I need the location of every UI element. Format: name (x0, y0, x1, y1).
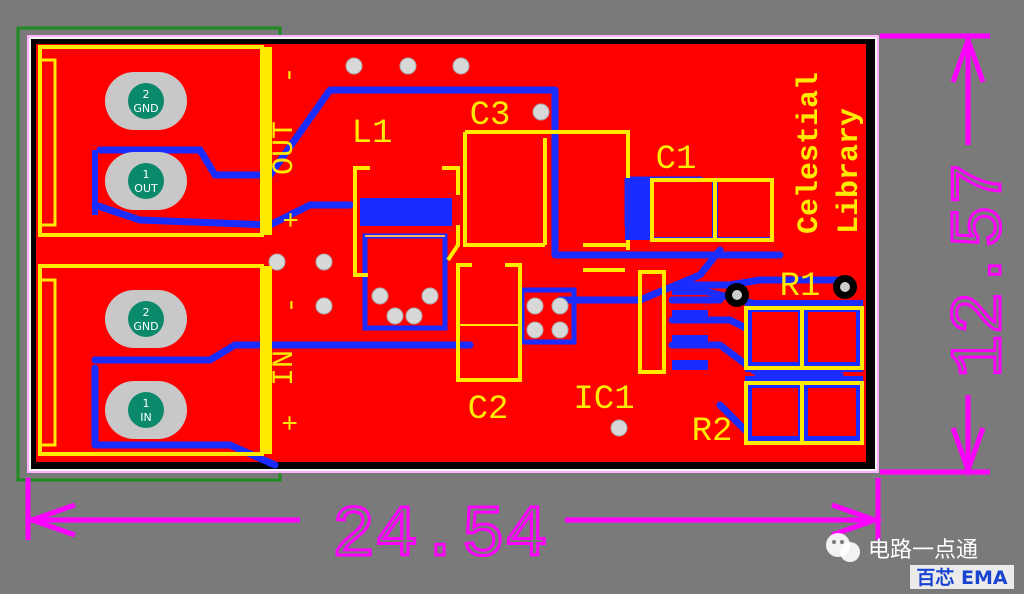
dimension-height: 12.57 (880, 32, 1024, 478)
connector-minus-label: - (275, 67, 306, 84)
board-silkscreen-text: Celestial Library (793, 72, 867, 234)
designator-r2: R2 (692, 413, 733, 451)
via (371, 287, 389, 305)
via (268, 253, 286, 271)
connector-out: 2 GND 1 OUT - OUT + (38, 45, 309, 237)
designator-c2: C2 (468, 391, 509, 429)
connector-label: IN (268, 350, 302, 386)
designator-r1: R1 (780, 268, 821, 306)
capacitor-c1: C1 (625, 141, 774, 242)
ic-ic1: IC1 (573, 268, 708, 419)
pin-number: 2 (143, 88, 150, 101)
board-text-line2: Library (833, 108, 867, 234)
watermark: 电路一点通 百芯 EMA (826, 533, 1014, 589)
pin-name: GND (133, 102, 158, 115)
board-text-line1: Celestial (793, 72, 827, 234)
via (315, 253, 333, 271)
designator-c1: C1 (656, 141, 697, 179)
pin-number: 2 (143, 306, 150, 319)
via (421, 287, 439, 305)
pin-name: OUT (134, 182, 158, 195)
designator-ic1: IC1 (573, 381, 634, 419)
via (551, 321, 569, 339)
via (345, 57, 363, 75)
pin-number: 1 (143, 168, 150, 181)
dimension-width: 24.54 (24, 478, 883, 579)
watermark-channel: 电路一点通 (868, 538, 978, 563)
via (610, 419, 628, 437)
designator-c3: C3 (470, 97, 511, 135)
via (452, 57, 470, 75)
resistor-r1: R1 (725, 268, 864, 372)
inductor-bottom-pad (360, 198, 452, 331)
dimension-height-value: 12.57 (940, 162, 1022, 378)
dimension-width-value: 24.54 (332, 495, 548, 577)
via (526, 297, 544, 315)
watermark-brand: 百芯 EMA (916, 566, 1008, 589)
capacitor-c2: C2 (456, 263, 522, 429)
resistor-r2: R2 (692, 376, 864, 451)
via (399, 57, 417, 75)
via (386, 307, 404, 325)
pin-name: IN (140, 411, 151, 424)
via (405, 307, 423, 325)
pin-number: 1 (143, 397, 150, 410)
pin-name: GND (133, 320, 158, 333)
designator-l1: L1 (352, 115, 393, 153)
inductor-l1: L1 (352, 115, 460, 277)
connector-plus-label: + (278, 212, 309, 229)
connector-in: 2 GND 1 IN - IN + (38, 264, 308, 456)
connector-plus-label: + (277, 415, 308, 432)
via (526, 321, 544, 339)
via (551, 297, 569, 315)
connector-minus-label: - (277, 297, 308, 314)
connector-label: OUT (268, 121, 302, 175)
via (532, 103, 550, 121)
via (315, 297, 333, 315)
